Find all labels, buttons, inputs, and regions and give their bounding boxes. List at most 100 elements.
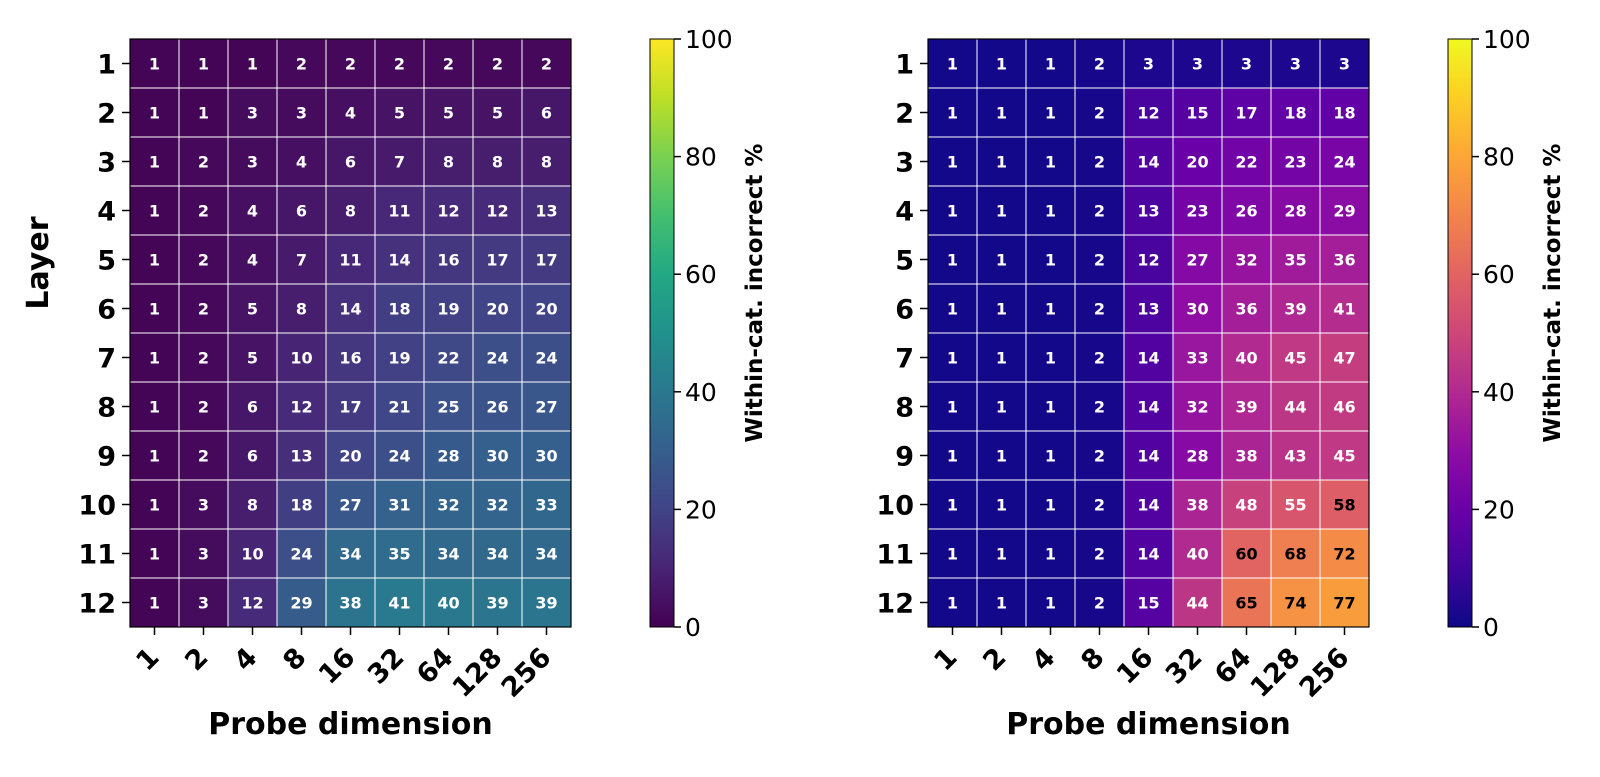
x-tick-label: 32 xyxy=(362,642,410,690)
cell-value-label: 36 xyxy=(1235,300,1257,319)
heatmap-cell xyxy=(1123,430,1174,481)
cell-value-label: 1 xyxy=(1045,398,1056,417)
cell-value-label: 5 xyxy=(492,104,503,123)
cell-value-label: 4 xyxy=(296,153,307,172)
y-tick-label: 2 xyxy=(97,99,116,130)
y-tick-label: 10 xyxy=(876,491,914,522)
heatmap-cell xyxy=(276,234,327,285)
y-tick-label: 9 xyxy=(97,442,116,473)
heatmap-cell xyxy=(1074,479,1125,530)
heatmap-cell xyxy=(423,234,474,285)
y-tick-label: 5 xyxy=(895,246,914,277)
heatmap-cell xyxy=(129,479,180,530)
heatmap-cell xyxy=(129,283,180,334)
heatmap-cell xyxy=(976,381,1027,432)
cell-value-label: 34 xyxy=(486,545,508,564)
heatmap-cell xyxy=(129,234,180,285)
cell-value-label: 65 xyxy=(1235,594,1257,613)
heatmap-cell xyxy=(521,87,572,138)
cell-value-label: 2 xyxy=(198,398,209,417)
cell-value-label: 39 xyxy=(1284,300,1306,319)
cell-value-label: 3 xyxy=(198,594,209,613)
cell-value-label: 1 xyxy=(947,594,958,613)
heatmap-cell xyxy=(1270,185,1321,236)
cell-value-label: 2 xyxy=(443,55,454,74)
y-tick-label: 2 xyxy=(895,99,914,130)
cell-value-label: 2 xyxy=(1094,594,1105,613)
cell-value-label: 3 xyxy=(296,104,307,123)
cell-value-label: 12 xyxy=(437,202,459,221)
y-axis-title: Layer xyxy=(21,216,56,309)
cell-value-label: 68 xyxy=(1284,545,1306,564)
cell-value-label: 39 xyxy=(535,594,557,613)
heatmap-cell xyxy=(1074,381,1125,432)
heatmap-cell xyxy=(129,185,180,236)
heatmap-cell xyxy=(178,136,229,187)
colorbar-tick-label: 20 xyxy=(1483,495,1515,524)
cell-value-label: 1 xyxy=(947,545,958,564)
x-tick-label: 128 xyxy=(447,642,509,704)
cell-value-label: 4 xyxy=(247,202,258,221)
y-tick-label: 6 xyxy=(97,295,116,326)
heatmap-cell xyxy=(1319,87,1370,138)
heatmap-cell xyxy=(976,528,1027,579)
cell-value-label: 3 xyxy=(198,496,209,515)
y-tick-label: 1 xyxy=(895,50,914,81)
cell-value-label: 1 xyxy=(1045,251,1056,270)
cell-value-label: 2 xyxy=(394,55,405,74)
heatmap-cell xyxy=(1074,136,1125,187)
cell-value-label: 13 xyxy=(290,447,312,466)
cell-value-label: 18 xyxy=(1284,104,1306,123)
heatmap-cell xyxy=(374,479,425,530)
colorbar xyxy=(649,38,675,628)
cell-value-label: 3 xyxy=(1339,55,1350,74)
heatmap-cell xyxy=(1123,136,1174,187)
colorbar-tick-label: 100 xyxy=(685,25,733,54)
cell-value-label: 1 xyxy=(996,545,1007,564)
heatmap-cell xyxy=(276,577,327,628)
cell-value-label: 1 xyxy=(1045,202,1056,221)
cell-value-label: 32 xyxy=(1235,251,1257,270)
cell-value-label: 1 xyxy=(947,153,958,172)
x-tick-label: 16 xyxy=(1111,642,1159,690)
cell-value-label: 28 xyxy=(437,447,459,466)
heatmap-cell xyxy=(374,38,425,89)
cell-value-label: 30 xyxy=(1186,300,1208,319)
heatmap-cell xyxy=(521,136,572,187)
cell-value-label: 21 xyxy=(388,398,410,417)
heatmap-cell xyxy=(325,332,376,383)
heatmap-cell xyxy=(423,332,474,383)
cell-value-label: 2 xyxy=(1094,349,1105,368)
heatmap-cell xyxy=(1221,87,1272,138)
cell-value-label: 28 xyxy=(1186,447,1208,466)
heatmap-cell xyxy=(1319,479,1370,530)
cell-value-label: 33 xyxy=(535,496,557,515)
heatmap-cell xyxy=(1172,430,1223,481)
cell-value-label: 2 xyxy=(296,55,307,74)
cell-value-label: 17 xyxy=(339,398,361,417)
heatmap-cell xyxy=(374,283,425,334)
cell-value-label: 18 xyxy=(290,496,312,515)
cell-value-label: 20 xyxy=(535,300,557,319)
cell-value-label: 29 xyxy=(1333,202,1355,221)
heatmap-cell xyxy=(472,528,523,579)
heatmap-cell xyxy=(1123,234,1174,285)
heatmap-cell xyxy=(1221,479,1272,530)
x-tick-label: 128 xyxy=(1245,642,1307,704)
heatmap-cell xyxy=(1074,332,1125,383)
heatmap-cell xyxy=(521,430,572,481)
heatmap-cell xyxy=(423,430,474,481)
cell-value-label: 27 xyxy=(1186,251,1208,270)
heatmap-cell xyxy=(1074,283,1125,334)
heatmap-cell xyxy=(227,283,278,334)
colorbar xyxy=(1447,38,1473,628)
cell-value-label: 7 xyxy=(394,153,405,172)
cell-value-label: 7 xyxy=(296,251,307,270)
cell-value-label: 2 xyxy=(1094,496,1105,515)
cell-value-label: 17 xyxy=(535,251,557,270)
cell-value-label: 41 xyxy=(388,594,410,613)
heatmap-cell xyxy=(374,528,425,579)
heatmap-cell xyxy=(129,87,180,138)
heatmap-cell xyxy=(1221,234,1272,285)
heatmap-cell xyxy=(1123,381,1174,432)
